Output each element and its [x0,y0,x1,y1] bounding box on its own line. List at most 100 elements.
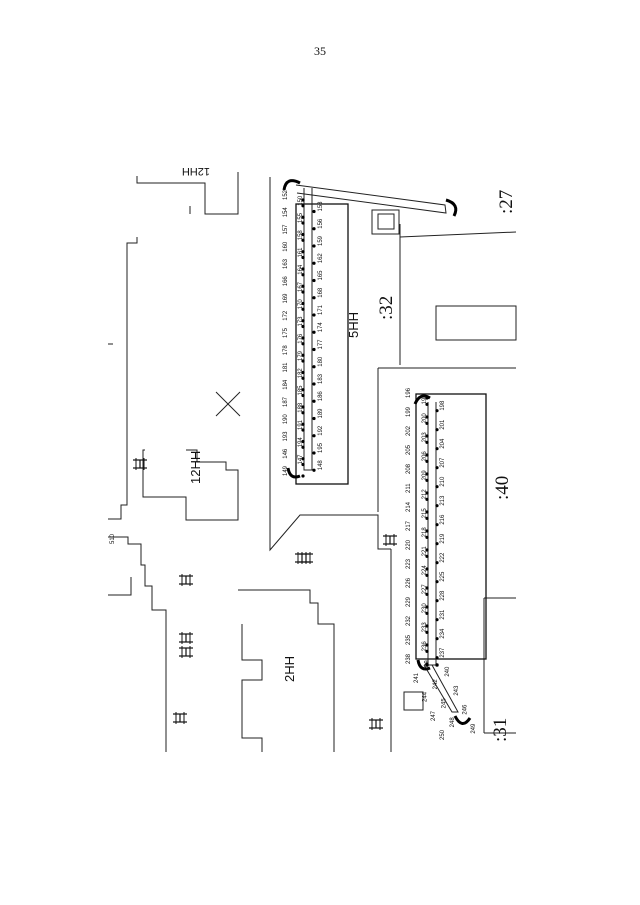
route-node-label: 180 [318,356,324,367]
route-node [301,439,305,444]
route-node [301,267,305,271]
route-node-label: 230 [422,603,428,614]
route-node [301,353,305,357]
building-name-12hh: 12HH [188,451,203,484]
route-node-label: 231 [440,609,446,620]
route-node-label: 203 [422,432,428,443]
route-node [301,319,305,323]
house-symbol-icon [179,574,193,586]
route-node-label: 184 [283,379,289,390]
house-symbol-icon [173,712,187,724]
route-node [301,445,305,449]
building-40 [415,393,487,660]
route-node-label: 193 [283,431,289,442]
route-node-label: 162 [318,253,324,264]
route-node-label: 154 [283,207,289,218]
building-names: 5HH 12HH 2HH 12HH 510 [110,165,361,682]
route-node-label: 226 [406,577,412,588]
route-node [312,244,316,248]
route-node [425,472,429,476]
route-node-label: 202 [406,425,412,436]
route-node [435,428,439,432]
route-node-label: 169 [283,293,289,304]
route-node [301,232,305,237]
route-node-label: 168 [318,287,324,298]
route-node-label: 225 [440,571,446,582]
route-node [312,278,316,283]
route-node [301,342,305,346]
route-node [425,497,429,501]
route-node-label: 189 [318,408,324,419]
route-node-label: 206 [422,451,428,462]
house-symbol-icon [383,534,397,546]
plot-numbers: :27 :32 :40 :31 [376,190,517,742]
route-node-label: 179 [298,350,304,361]
plot-label-27: :27 [496,190,517,214]
route-node [301,457,305,461]
route-node [425,529,429,533]
route-north [282,179,458,479]
route-node-label: 217 [406,520,412,531]
route-node [301,221,305,225]
route-node [435,637,439,641]
route-node [312,451,316,455]
route-node-label: 235 [406,634,412,645]
house-symbol-icon [179,632,193,644]
route-node-label: 227 [422,584,428,595]
route-node-label: 163 [283,258,289,269]
route-node-label: 181 [283,362,289,373]
route-node-label: 224 [422,565,428,576]
route-node [301,411,305,415]
route-node-label: 240 [445,666,451,677]
route-node [435,542,439,546]
route-node [301,388,305,392]
route-node [425,421,429,425]
route-node-label: 211 [406,483,412,493]
route-node [425,630,429,634]
route-node-label: 190 [283,414,289,425]
route-node-label: 243 [454,685,460,696]
route-node-label: 215 [422,508,428,519]
route-node-label: 248 [450,717,456,728]
route-node [301,474,305,478]
route-node-label: 155 [298,212,304,223]
route-node-label: 228 [440,590,446,601]
route-node [301,428,305,432]
route-node-label: 204 [440,438,446,449]
route-node-label: 165 [318,270,324,281]
route-node-label: 195 [318,442,324,453]
route-node-label: 208 [406,463,412,474]
route-node [425,478,429,482]
plot-label-32: :32 [376,296,397,320]
route-node [425,567,429,571]
house-symbol-icon [369,718,383,730]
route-node [425,491,429,495]
route-node [435,466,439,470]
route-node-label: 242 [433,679,439,690]
route-node [425,573,429,577]
route-node-label: 187 [283,396,289,407]
route-node-label: 212 [422,489,428,500]
route-node [301,393,305,398]
route-node-label: 205 [406,444,412,455]
route-node-label: 213 [440,495,446,506]
route-node-label: 198 [440,400,446,411]
route-node [435,409,439,413]
route-node-label: 250 [440,729,446,740]
route-node [301,255,305,260]
route-node-label: 182 [298,368,304,379]
route-node-label: 219 [440,533,446,544]
route-node-label: 210 [440,476,446,487]
route-node [425,605,429,609]
route-node-label: 192 [318,425,324,436]
route-node [312,382,316,386]
route-node [301,204,305,208]
route-node [435,656,439,660]
route-node-label: 244 [423,691,429,702]
route-node [301,376,305,380]
route-node-label: 146 [283,448,289,459]
route-node-label: 216 [440,514,446,525]
route-node [435,447,439,451]
